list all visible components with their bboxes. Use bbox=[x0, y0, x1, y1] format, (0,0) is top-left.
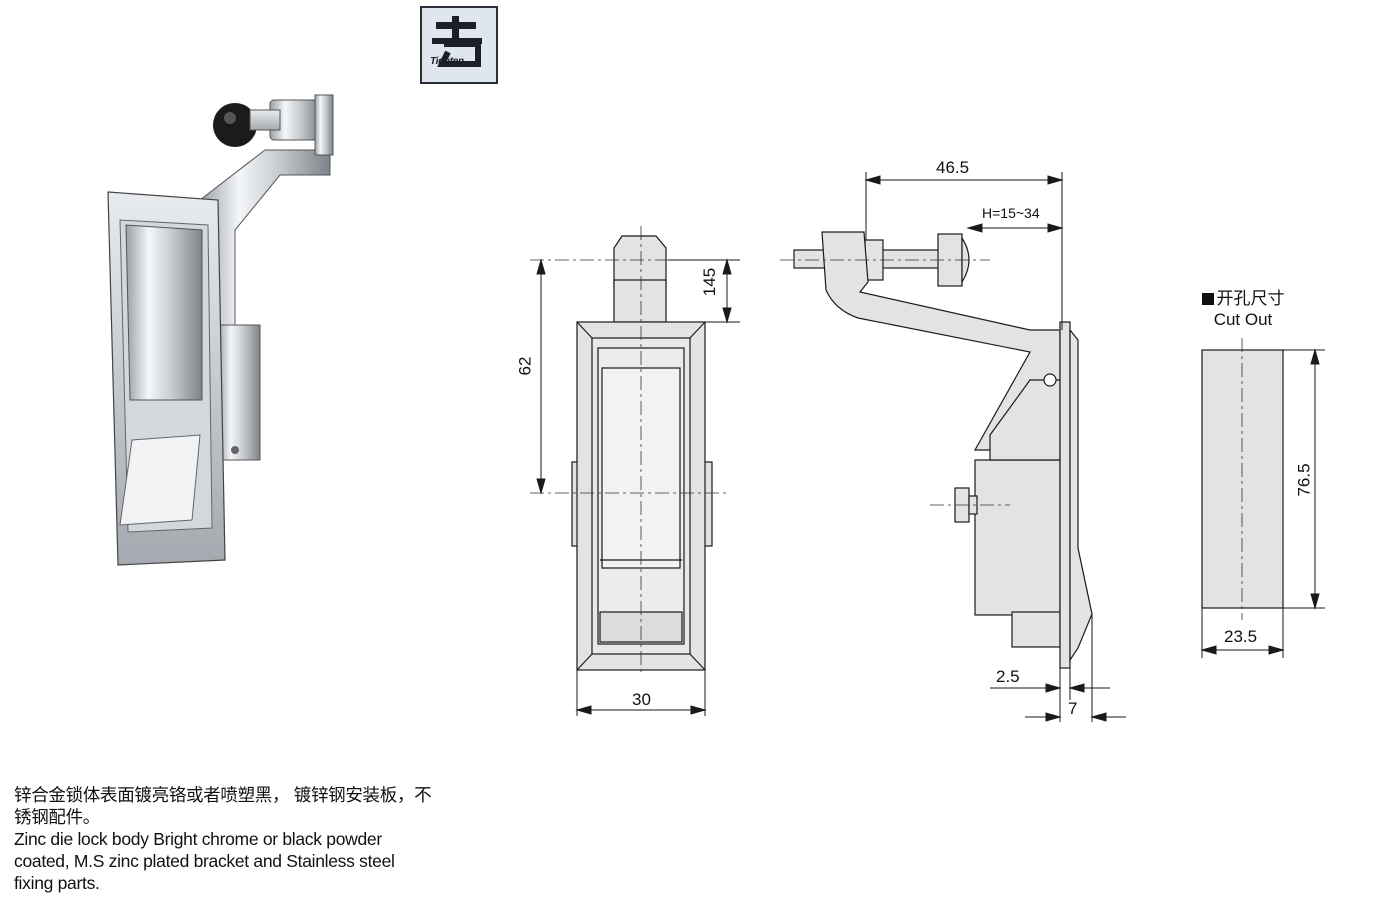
cutout-title-en: Cut Out bbox=[1213, 310, 1273, 329]
dim-cutout-height: 76.5 bbox=[1294, 463, 1314, 497]
logo-mark-icon bbox=[432, 16, 482, 67]
cutout-title-cn: 开孔尺寸 bbox=[1216, 289, 1285, 308]
description-en: Zinc die lock body Bright chrome or blac… bbox=[14, 829, 395, 893]
dim-cam-height: 145 bbox=[700, 267, 720, 297]
side-housing bbox=[974, 459, 1061, 616]
product-description: 锌合金锁体表面镀亮铬或者喷塑黑， 镀锌钢安装板，不锈钢配件。 Zinc die … bbox=[14, 784, 434, 894]
dim-offset: 7 bbox=[1068, 699, 1078, 718]
dim-plate-thickness: 2.5 bbox=[996, 667, 1020, 686]
square-bullet-icon bbox=[1201, 293, 1214, 305]
cutout-rect bbox=[1201, 349, 1284, 609]
cutout-title: 开孔尺寸 Cut Out bbox=[1188, 288, 1298, 330]
side-bracket bbox=[821, 231, 1061, 451]
description-cn: 锌合金锁体表面镀亮铬或者喷塑黑， 镀锌钢安装板，不锈钢配件。 bbox=[14, 785, 432, 827]
dim-body-width: 30 bbox=[632, 690, 651, 709]
product-photo bbox=[107, 94, 334, 566]
dim-overall-width: 46.5 bbox=[936, 158, 970, 177]
front-cam-neck bbox=[613, 279, 667, 323]
side-bezel-plate bbox=[1059, 321, 1071, 669]
logo-word: Tighten bbox=[430, 56, 464, 67]
dim-grip-range: H=15~34 bbox=[982, 205, 1040, 221]
dim-cutout-width: 23.5 bbox=[1224, 627, 1258, 646]
dim-body-height: 62 bbox=[515, 356, 535, 376]
brand-logo: Tighten bbox=[420, 6, 498, 84]
